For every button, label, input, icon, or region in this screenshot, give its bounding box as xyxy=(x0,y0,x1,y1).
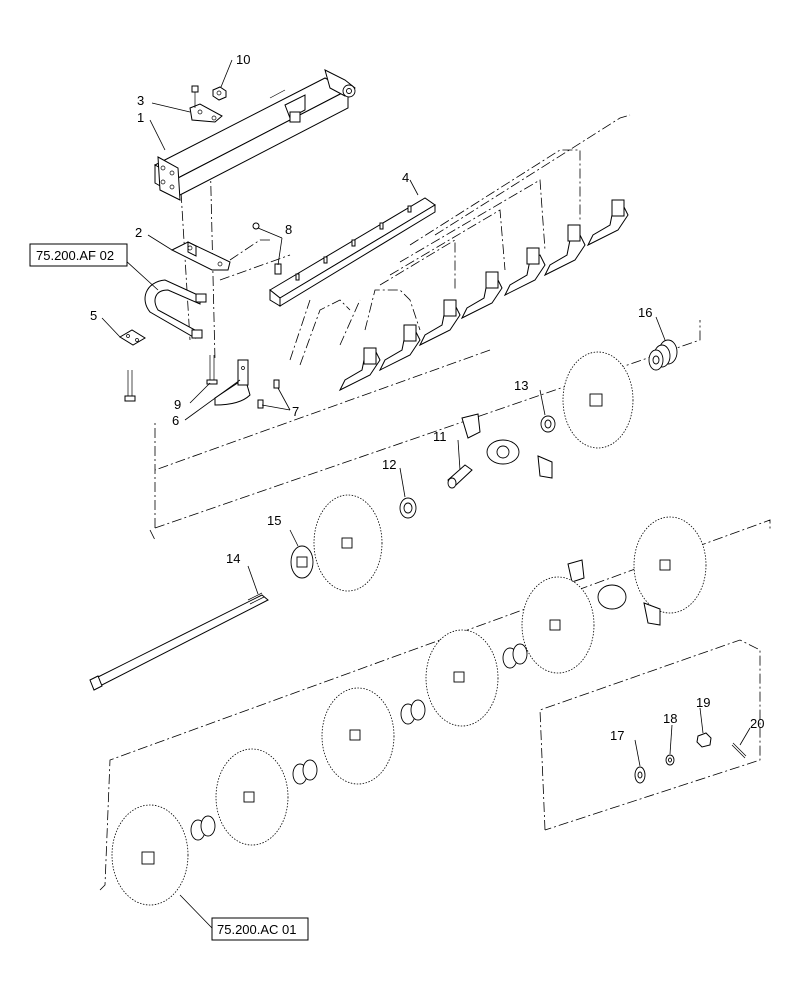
bolt-9 xyxy=(206,355,218,385)
scraper-2 xyxy=(378,324,421,372)
disc-blade-lower-3 xyxy=(425,629,499,727)
shank-mount-bar xyxy=(269,197,436,307)
disc-blade-lower-1 xyxy=(633,516,707,614)
callout-10: 10 xyxy=(236,52,250,67)
u-bolt-assembly xyxy=(144,279,207,339)
reference-label-af02: 75.200.AF 02 xyxy=(36,248,114,263)
disc-blade-lower-6 xyxy=(111,804,189,906)
bearing-housing-lower xyxy=(567,559,661,626)
callout-16: 16 xyxy=(638,305,652,320)
callout-18: 18 xyxy=(663,711,677,726)
callout-3: 3 xyxy=(137,93,144,108)
spool-lower-2 xyxy=(400,699,426,725)
lower-disc-gang xyxy=(111,516,707,906)
hex-nut-10 xyxy=(212,86,227,101)
spool-lower-1 xyxy=(502,643,528,669)
long-bolt xyxy=(124,370,136,402)
washer-18 xyxy=(665,754,675,766)
callout-8: 8 xyxy=(285,222,292,237)
lower-mount-bracket xyxy=(170,241,231,271)
reference-box-af02: 75.200.AF 02 xyxy=(29,243,128,267)
callout-13: 13 xyxy=(514,378,528,393)
callout-7: 7 xyxy=(292,404,299,419)
scraper-1 xyxy=(338,347,381,392)
scraper-6 xyxy=(543,224,586,277)
disc-blade-upper-right xyxy=(562,351,634,449)
callout-20: 20 xyxy=(750,716,764,731)
gang-axle-14 xyxy=(89,592,269,691)
spacer-13 xyxy=(540,415,556,433)
callout-5: 5 xyxy=(90,308,97,323)
assembly-group-outlines xyxy=(99,114,771,891)
nut-19 xyxy=(696,732,712,748)
bearing-16 xyxy=(648,339,678,371)
spool-lower-3 xyxy=(292,759,318,785)
callout-labels: 1 2 3 4 5 6 7 8 9 10 11 12 13 14 15 16 1… xyxy=(90,52,764,743)
disc-blade-lower-2 xyxy=(521,576,595,674)
clamp-plate-5 xyxy=(119,329,146,346)
scraper-blades xyxy=(338,199,629,392)
callout-2: 2 xyxy=(135,225,142,240)
disc-blade-lower-4 xyxy=(321,687,395,785)
spool-lower-4 xyxy=(190,815,216,841)
upper-mount-bracket xyxy=(189,85,223,123)
callout-17: 17 xyxy=(610,728,624,743)
reference-box-ac01: 75.200.AC 01 xyxy=(211,917,309,941)
callout-1: 1 xyxy=(137,110,144,125)
callout-9: 9 xyxy=(174,397,181,412)
scraper-4 xyxy=(460,271,503,320)
reference-label-ac01: 75.200.AC 01 xyxy=(217,922,297,937)
scraper-7 xyxy=(586,199,629,247)
spool-11 xyxy=(447,464,473,489)
callout-14: 14 xyxy=(226,551,240,566)
scraper-3 xyxy=(418,299,461,347)
washer-17 xyxy=(634,766,646,784)
scraper-mount-6 xyxy=(214,359,251,406)
scraper-5 xyxy=(503,247,546,297)
callout-15: 15 xyxy=(267,513,281,528)
disc-blade-upper-left xyxy=(313,494,383,592)
callout-12: 12 xyxy=(382,457,396,472)
callout-4: 4 xyxy=(402,170,409,185)
main-frame-beam xyxy=(153,69,356,201)
callout-6: 6 xyxy=(172,413,179,428)
cotter-pin-20 xyxy=(731,742,747,759)
callout-19: 19 xyxy=(696,695,710,710)
washer-15 xyxy=(290,545,314,579)
pin-8 xyxy=(252,222,282,275)
bearing-housing-upper xyxy=(461,413,553,479)
screws-7 xyxy=(257,379,280,409)
disc-blade-lower-5 xyxy=(215,748,289,846)
leader-lines xyxy=(101,59,751,929)
callout-11: 11 xyxy=(433,429,447,444)
spool-12 xyxy=(399,497,417,519)
